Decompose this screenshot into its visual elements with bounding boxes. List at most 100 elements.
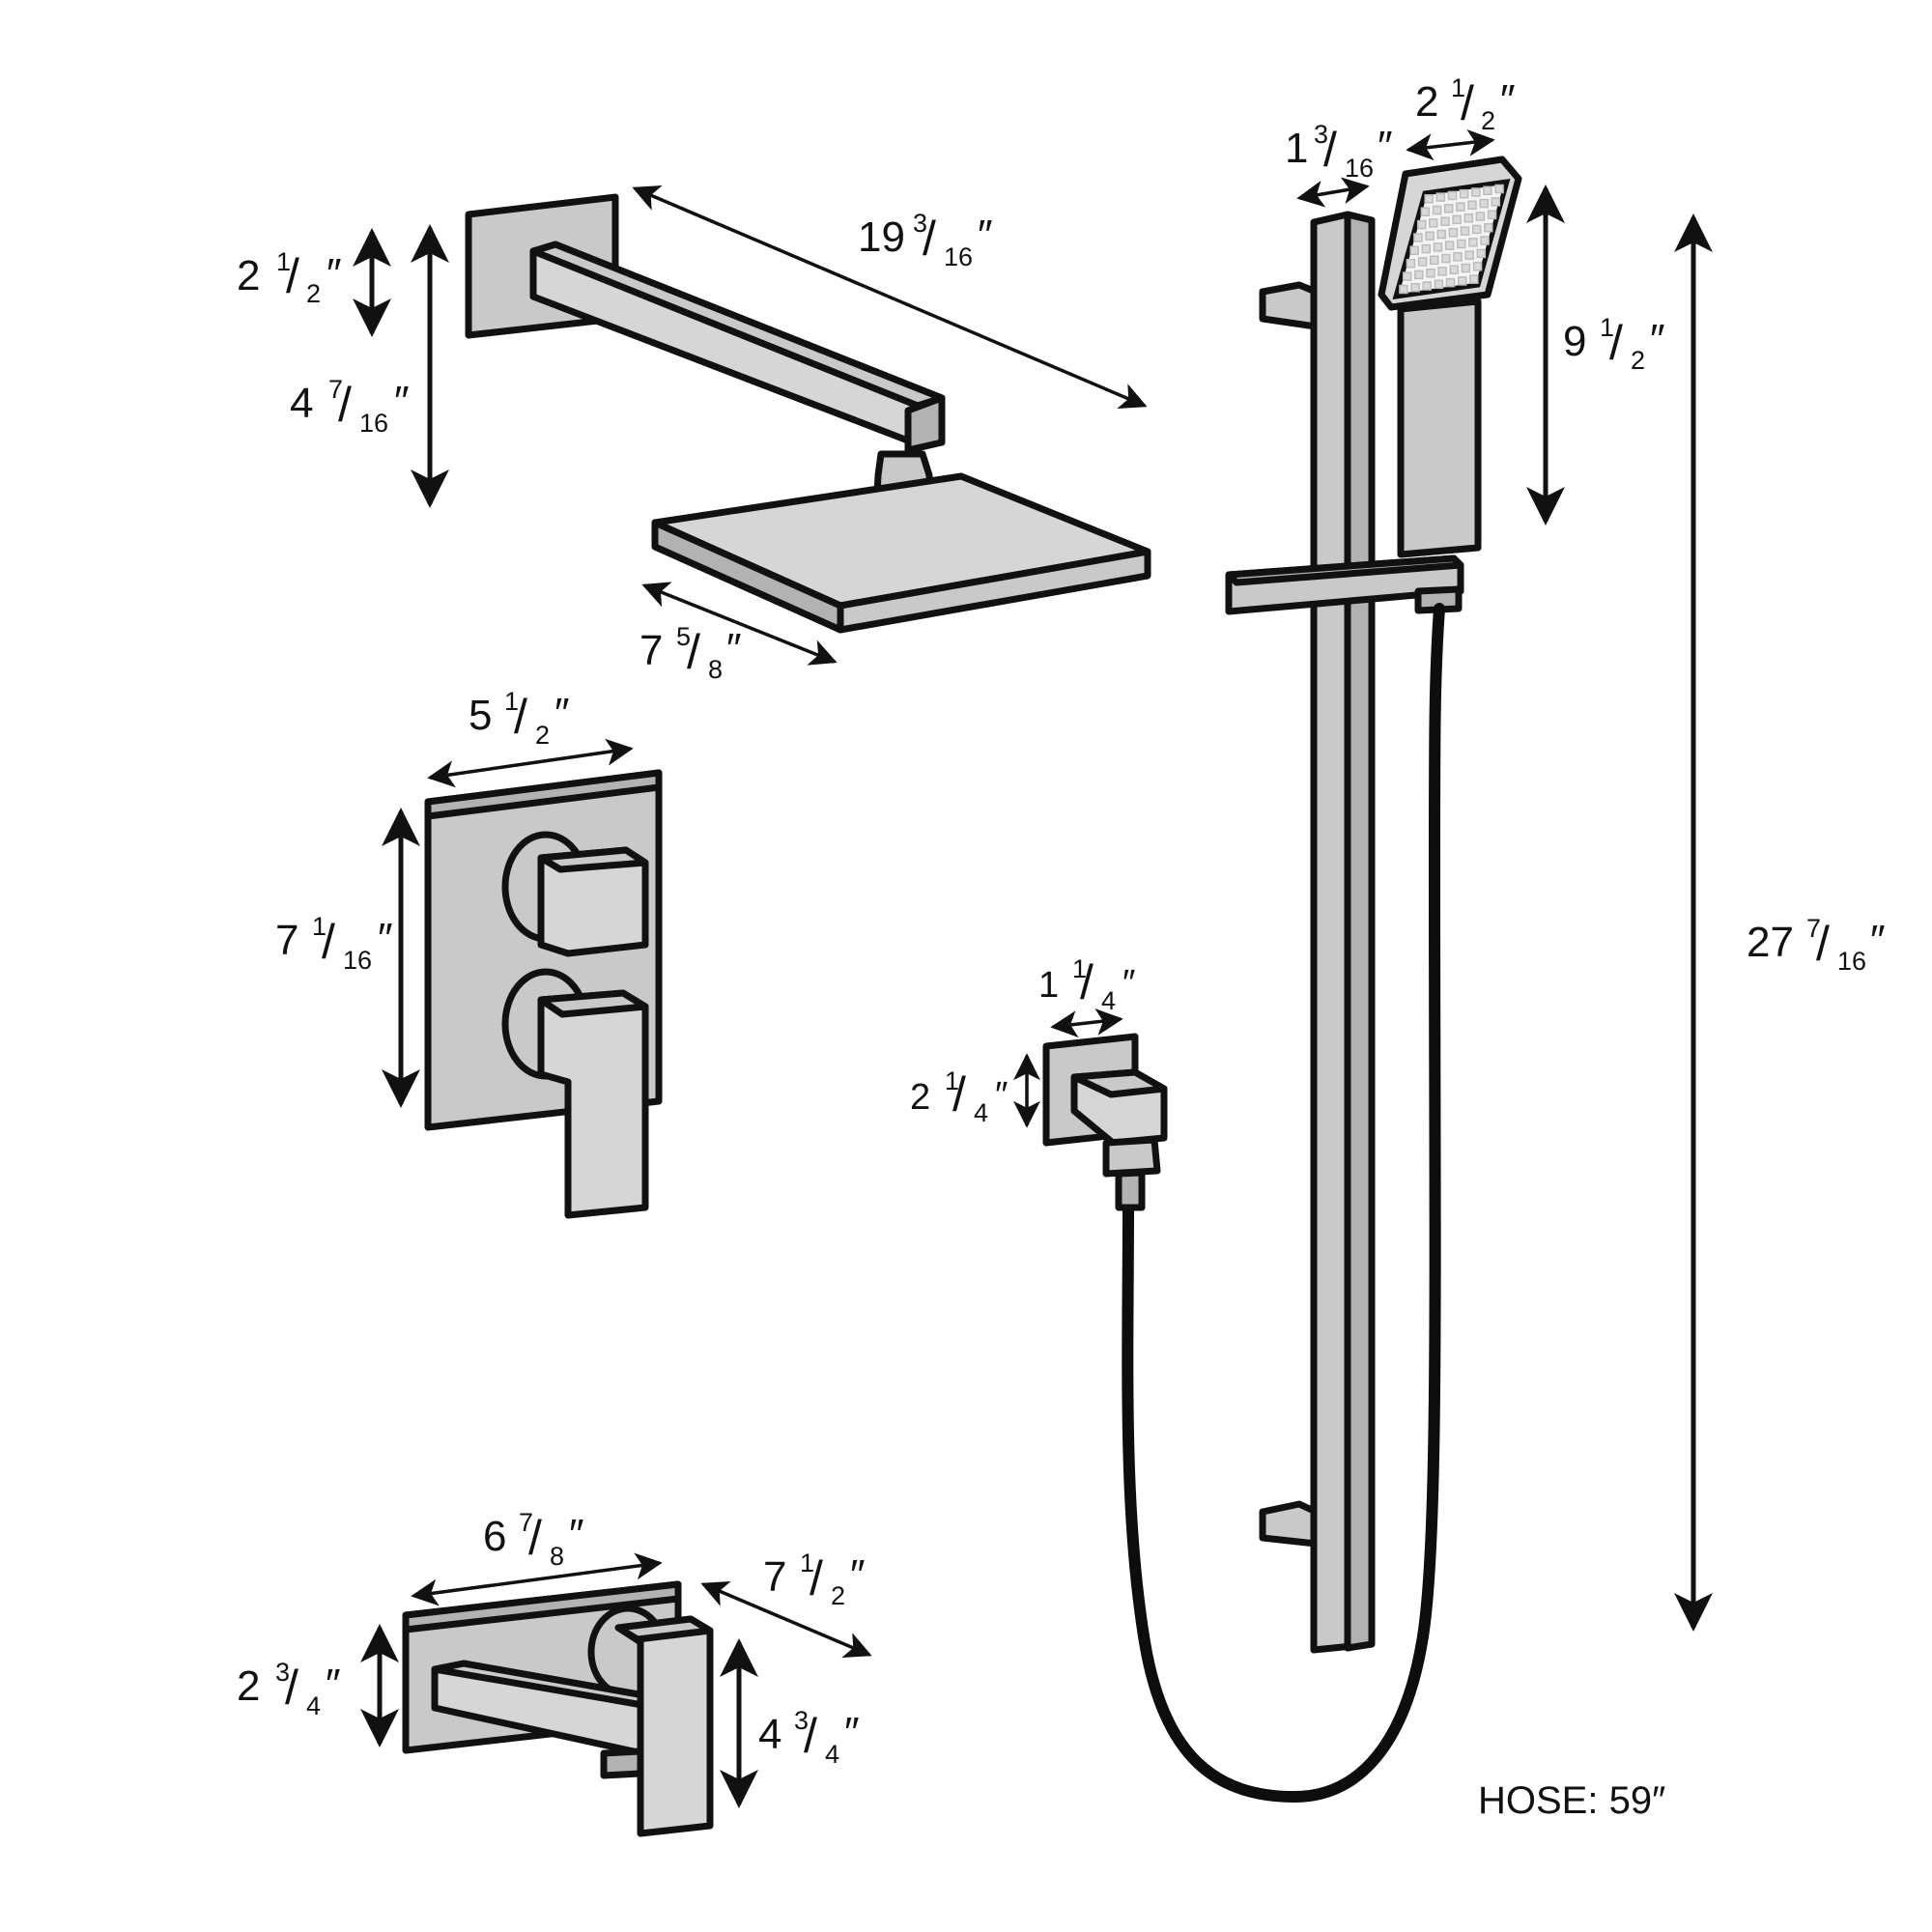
shower-hose	[1122, 603, 1445, 1804]
spray-nozzles	[1399, 184, 1504, 295]
spray-nozzle	[1491, 197, 1501, 207]
svg-text:7: 7	[1806, 914, 1821, 943]
svg-text:/: /	[687, 625, 700, 679]
spray-nozzle	[1463, 213, 1474, 223]
label-spout-handle-height: 4 3 / 4 ″	[758, 1706, 860, 1769]
svg-text:″: ″	[394, 378, 410, 425]
spray-nozzle	[1416, 219, 1427, 230]
spray-nozzle	[1424, 194, 1434, 204]
spray-nozzle	[1469, 274, 1479, 284]
upper-diverter-handle-top	[537, 846, 649, 873]
spray-nozzle	[1443, 204, 1454, 213]
spray-nozzle	[1453, 252, 1463, 262]
svg-text:″: ″	[326, 1661, 341, 1708]
svg-text:2: 2	[306, 279, 321, 308]
svg-text:2: 2	[910, 1077, 930, 1118]
elbow-nut	[1102, 1136, 1161, 1178]
spray-nozzle	[1399, 284, 1408, 295]
svg-text:2: 2	[1481, 106, 1495, 135]
svg-text:/: /	[804, 1709, 817, 1763]
hose-length-label: HOSE: 59″	[1478, 1779, 1665, 1822]
svg-text:16: 16	[1345, 154, 1374, 183]
spray-nozzle	[1445, 277, 1456, 288]
label-hand-length: 9 1 / 2 ″	[1563, 313, 1665, 375]
spray-nozzle	[1413, 233, 1423, 242]
spray-nozzle	[1410, 282, 1420, 293]
spray-nozzle	[1425, 231, 1435, 241]
svg-text:/: /	[1816, 917, 1830, 971]
svg-text:5: 5	[469, 692, 492, 739]
spray-nozzle	[1472, 262, 1483, 271]
svg-text:1: 1	[945, 1066, 959, 1095]
spray-nozzle	[1417, 257, 1428, 267]
svg-text:1: 1	[1451, 73, 1465, 102]
label-spout-reach: 7 1 / 2 ″	[763, 1548, 866, 1610]
svg-text:″: ″	[850, 1551, 866, 1599]
svg-text:7: 7	[328, 375, 343, 404]
label-arm-drop: 4 7 / 16 ″	[290, 375, 410, 438]
svg-text:″: ″	[554, 690, 570, 737]
label-plate-width: 5 1 / 2 ″	[469, 687, 570, 750]
svg-text:27: 27	[1747, 919, 1794, 966]
spray-nozzle	[1476, 248, 1487, 259]
spray-nozzle	[1402, 271, 1412, 281]
svg-text:/: /	[1461, 76, 1474, 130]
dim-line-spout-plate-width	[411, 1552, 663, 1606]
spray-nozzle	[1461, 263, 1471, 273]
svg-text:″: ″	[995, 1075, 1008, 1116]
svg-text:″: ″	[1378, 123, 1393, 170]
slide-bar-side	[1344, 211, 1376, 1652]
hand-shower-handle	[1397, 298, 1482, 558]
svg-text:1: 1	[504, 687, 519, 716]
tub-spout-assembly	[402, 1580, 714, 1837]
svg-text:″: ″	[978, 212, 993, 259]
spray-nozzle	[1429, 218, 1438, 228]
svg-text:16: 16	[359, 409, 388, 438]
spray-nozzle	[1436, 229, 1446, 240]
svg-text:7: 7	[275, 917, 298, 964]
arm-end-block	[904, 394, 946, 454]
label-elbow-width: 1 1 / 4 ″	[1038, 954, 1135, 1015]
svg-text:4: 4	[825, 1740, 839, 1769]
dim-line-plate-width	[427, 738, 634, 788]
svg-text:/: /	[528, 1511, 542, 1565]
slider-connector	[1414, 585, 1463, 614]
svg-text:1: 1	[1285, 125, 1308, 172]
svg-text:1: 1	[1600, 313, 1614, 342]
label-bar-width: 1 3 / 16 ″	[1285, 120, 1393, 183]
spray-nozzle	[1426, 268, 1435, 278]
spray-nozzle	[1460, 226, 1470, 236]
spray-nozzle	[1434, 279, 1444, 290]
shower-arm-top	[529, 241, 946, 410]
svg-text:7: 7	[519, 1508, 533, 1537]
label-hand-width: 2 1 / 2 ″	[1415, 73, 1516, 135]
spray-nozzle	[1441, 253, 1451, 264]
svg-text:4: 4	[306, 1691, 321, 1720]
spray-nozzle	[1437, 267, 1447, 276]
spray-nozzle	[1459, 188, 1469, 199]
lower-lever-handle-top	[537, 989, 649, 1018]
svg-text:16: 16	[1837, 947, 1866, 976]
slide-bar-assembly	[1225, 156, 1522, 1654]
svg-text:8: 8	[708, 655, 723, 684]
wall-supply-elbow	[1042, 1033, 1168, 1211]
svg-text:6: 6	[483, 1513, 506, 1560]
spray-nozzle	[1468, 238, 1478, 247]
svg-text:2: 2	[831, 1581, 845, 1610]
label-elbow-height: 2 1 / 4 ″	[910, 1066, 1008, 1127]
spray-nozzle	[1449, 265, 1460, 274]
elbow-hose-collar	[1115, 1169, 1146, 1211]
label-bar-length: 27 7 / 16 ″	[1747, 914, 1886, 976]
upper-wall-bracket	[1259, 281, 1320, 330]
label-spout-plate-height: 2 3 / 4 ″	[237, 1658, 341, 1720]
svg-text:19: 19	[858, 213, 905, 261]
svg-text:4: 4	[758, 1711, 781, 1758]
spray-nozzle	[1440, 216, 1450, 226]
svg-text:8: 8	[550, 1542, 564, 1571]
spray-nozzle	[1409, 245, 1419, 256]
diverter-valve-trim	[424, 769, 663, 1219]
lower-wall-bracket	[1259, 1500, 1320, 1548]
svg-text:2: 2	[535, 721, 550, 750]
svg-text:3: 3	[794, 1706, 809, 1735]
